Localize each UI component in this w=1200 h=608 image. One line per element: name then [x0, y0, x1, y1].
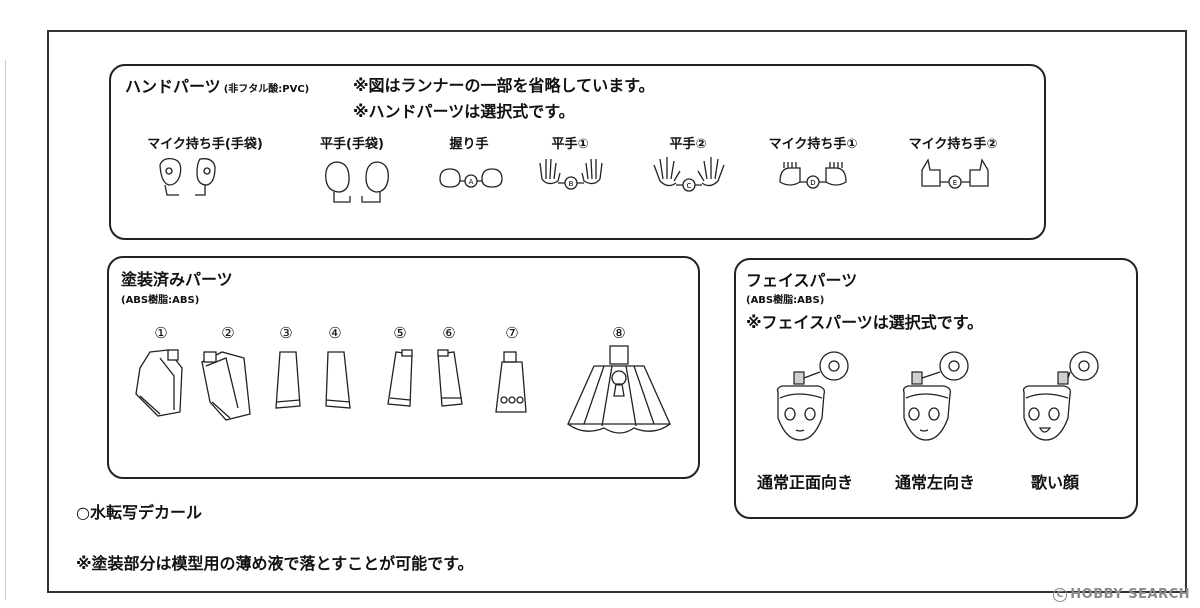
runner-a-fists-illustration: A — [439, 168, 503, 188]
painted-parts-title: 塗装済みパーツ — [121, 270, 233, 289]
manual-page-frame — [47, 30, 1187, 593]
part-number-1: ① — [154, 324, 168, 342]
part-number-4: ④ — [328, 324, 342, 342]
hand-label-flat-1: 平手① — [551, 137, 589, 152]
part-2-sleeve-illustration — [201, 351, 251, 421]
part-7-boot-illustration — [495, 351, 527, 413]
hand-label-mic-glove: マイク持ち手(手袋) — [147, 137, 263, 152]
face-parts-note-selectable: ※フェイスパーツは選択式です。 — [746, 313, 984, 332]
face-label-normal-left: 通常左向き — [894, 473, 976, 492]
part-number-8: ⑧ — [612, 324, 626, 342]
part-number-3: ③ — [279, 324, 293, 342]
runner-d-mic-hands-illustration: D — [779, 162, 847, 189]
part-number-7: ⑦ — [505, 324, 519, 342]
painted-parts-section — [107, 256, 700, 479]
runner-e-tag: E — [953, 179, 957, 187]
part-8-skirt-illustration — [566, 345, 672, 434]
face-parts-section — [734, 258, 1138, 519]
runner-a-tag: A — [469, 178, 474, 186]
runner-b-tag: B — [569, 180, 574, 188]
runner-c-tag: C — [687, 182, 692, 190]
face-label-normal-front: 通常正面向き — [756, 473, 854, 492]
part-4-cuff-illustration — [325, 351, 351, 409]
face-parts-title: フェイスパーツ — [746, 271, 858, 290]
part-number-2: ② — [221, 324, 235, 342]
face-normal-left-illustration — [902, 351, 969, 441]
hand-parts-title: ハンドパーツ(非フタル酸:PVC) — [125, 77, 310, 96]
painted-parts-material: (ABS樹脂:ABS) — [121, 295, 200, 306]
scan-edge-line — [5, 60, 6, 600]
part-number-5: ⑤ — [393, 324, 407, 342]
face-normal-front-illustration — [776, 351, 849, 441]
hand-label-flat-glove: 平手(手袋) — [320, 137, 384, 152]
hand-label-flat-2: 平手② — [669, 137, 707, 152]
part-5-cuff-illustration — [387, 349, 413, 407]
hand-label-fist: 握り手 — [449, 137, 489, 152]
hand-parts-note-selectable: ※ハンドパーツは選択式です。 — [353, 102, 575, 121]
flat-glove-hands-illustration — [325, 161, 389, 203]
hand-parts-section — [109, 64, 1046, 240]
runner-b-flat-hands-illustration: B — [539, 158, 603, 190]
copyright-circle-icon: C — [1053, 588, 1068, 602]
face-parts-material: (ABS樹脂:ABS) — [746, 295, 825, 306]
runner-c-spread-hands-illustration: C — [653, 157, 725, 192]
runner-e-mic-hands-illustration: E — [921, 158, 989, 189]
runner-d-tag: D — [810, 179, 815, 187]
face-singing-illustration — [1022, 351, 1099, 441]
watermark-text: HOBBY SEARCH — [1070, 587, 1190, 602]
face-label-singing: 歌い顔 — [1030, 473, 1080, 492]
part-1-sleeve-illustration — [135, 349, 183, 417]
hand-parts-note-omitted: ※図はランナーの一部を省略しています。 — [353, 76, 655, 95]
decal-item: ○水転写デカール — [76, 503, 202, 522]
part-number-6: ⑥ — [442, 324, 456, 342]
part-3-cuff-illustration — [275, 351, 301, 409]
hand-label-mic-1: マイク持ち手① — [768, 137, 858, 152]
paint-removal-note: ※塗装部分は模型用の薄め液で落とすことが可能です。 — [76, 554, 474, 573]
part-6-cuff-illustration — [437, 349, 463, 407]
mic-glove-hands-illustration — [159, 157, 216, 196]
hand-label-mic-2: マイク持ち手② — [908, 137, 998, 152]
hand-parts-material: (非フタル酸:PVC) — [223, 84, 310, 95]
